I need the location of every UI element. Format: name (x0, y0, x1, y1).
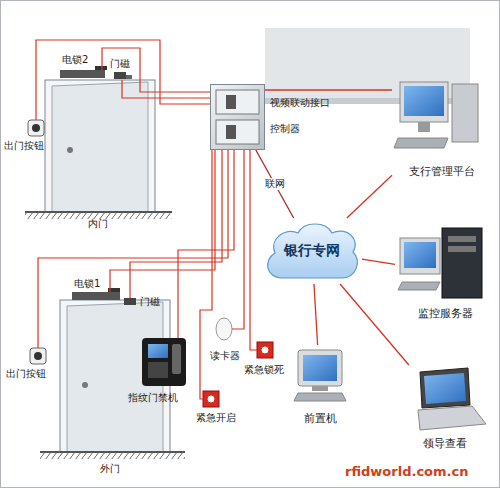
controller-label: 视频联动接口 (270, 97, 330, 109)
door-frame (45, 80, 155, 212)
network-link (362, 259, 395, 264)
door-frame (60, 300, 170, 452)
part-label: 出门按钮 (4, 140, 44, 152)
part-label: 门磁 (110, 58, 130, 70)
emergency-lock-ring (261, 346, 269, 354)
electric-lock (72, 292, 120, 300)
node-label: 银行专网 (284, 242, 340, 260)
wire (110, 150, 215, 292)
node-label: 监控服务器 (418, 307, 473, 320)
computer-node: 前置机 (290, 345, 350, 425)
electric-lock (60, 70, 105, 78)
fingerprint-keys (148, 362, 168, 378)
controller-switch (226, 125, 236, 139)
door-handle (67, 147, 73, 153)
electric-lock-tab (95, 66, 107, 70)
part-label: 指纹门禁机 (128, 392, 178, 404)
network-link (256, 150, 294, 218)
floor-line (25, 211, 172, 213)
fingerprint-device (142, 338, 186, 386)
fingerprint-screen (148, 344, 168, 358)
wire (130, 150, 222, 298)
watermark: rfidworld.com.cn (345, 464, 469, 480)
wire (36, 40, 210, 120)
controller-module (216, 120, 259, 144)
server-bay (448, 246, 476, 252)
controller-box (210, 84, 265, 150)
part-label: 读卡器 (210, 350, 240, 362)
card-reader (216, 318, 232, 340)
part-label: 紧急开启 (196, 412, 236, 424)
door-magnet-tab (126, 75, 132, 79)
exit-button (30, 348, 46, 364)
door-handle (82, 382, 88, 388)
exit-button-dot (32, 124, 40, 132)
monitor-stand (418, 122, 430, 132)
part-label: 电锁2 (62, 54, 88, 66)
screen (303, 355, 337, 381)
cloud-outline (268, 224, 358, 278)
computer-node: 监控服务器 (395, 225, 495, 320)
pc-tower (452, 84, 478, 142)
network-link (265, 89, 392, 90)
monitor-stand (312, 386, 328, 391)
controller-node: 视频联动接口控制器 (210, 84, 265, 150)
part-label: 外门 (100, 463, 120, 475)
part-label: 门磁 (140, 296, 160, 308)
wire (232, 150, 244, 329)
monitor (400, 82, 448, 122)
part-label: 出门按钮 (6, 368, 46, 380)
emergency-open-ring (207, 395, 215, 403)
keyboard (294, 393, 346, 401)
door-magnet (124, 298, 136, 305)
controller-switch (226, 95, 236, 109)
laptop-screen (424, 373, 466, 404)
node-label: 领导查看 (423, 437, 467, 450)
floor-hatch (40, 453, 185, 459)
network-link (314, 284, 318, 345)
floor-line (40, 451, 185, 453)
part-label: 电锁1 (74, 278, 100, 290)
fingerprint-pad (172, 344, 181, 374)
keyboard (398, 282, 440, 290)
exit-button (28, 120, 44, 136)
part-label: 紧急锁死 (244, 364, 284, 376)
server-bay (448, 236, 476, 242)
wire (122, 80, 210, 98)
emergency-lock-button (257, 342, 273, 358)
computer-node: 支行管理平台 (392, 78, 492, 178)
laptop-base (418, 406, 486, 430)
door-slab (52, 82, 148, 212)
computer-node: 领导查看 (400, 365, 490, 450)
server-tower (442, 228, 482, 298)
wire (200, 150, 212, 399)
monitor (298, 350, 342, 386)
controller-label: 控制器 (270, 123, 300, 135)
link-label: 联网 (263, 178, 287, 190)
exit-button-dot (34, 352, 42, 360)
wire (102, 48, 210, 92)
screen (404, 242, 436, 268)
emergency-open-button (203, 391, 219, 407)
part-label: 内门 (88, 218, 108, 230)
network-link (340, 284, 409, 365)
laptop-lid (420, 368, 470, 408)
door-magnet (114, 72, 126, 79)
network-cloud: 银行专网 (262, 218, 362, 284)
screen (404, 86, 444, 116)
controller-module (216, 90, 259, 114)
keyboard (394, 138, 448, 148)
node-label: 支行管理平台 (409, 165, 475, 178)
wire (250, 150, 257, 350)
monitor (400, 238, 440, 274)
network-link (347, 175, 392, 218)
node-label: 前置机 (304, 412, 337, 425)
